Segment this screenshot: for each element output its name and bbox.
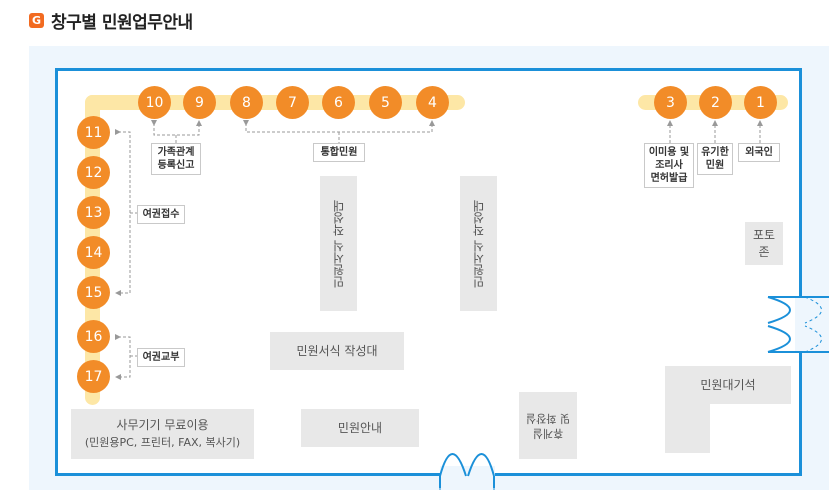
counter-4: 4	[416, 86, 449, 119]
counter-8: 8	[230, 86, 263, 119]
civil-info-desk: 민원안내	[301, 409, 419, 447]
counter-9: 9	[183, 86, 216, 119]
counter-3: 3	[654, 86, 687, 119]
tag-family-registration: 가족관계 등록신고	[151, 143, 201, 175]
section-g-icon: G	[29, 12, 44, 28]
counter-1: 1	[744, 86, 777, 119]
tag-license: 이미용 및 조리사 면허발급	[644, 143, 694, 188]
counter-12: 12	[77, 156, 110, 189]
bottom-door	[439, 453, 495, 488]
form-desk-vertical-2: 민원서식 작성대	[460, 176, 497, 311]
form-desk-vertical-1: 민원서식 작성대	[320, 176, 357, 311]
right-entrance-gap	[795, 297, 809, 352]
photo-zone: 포토 존	[745, 222, 783, 265]
tag-foreigner: 외국인	[738, 143, 780, 162]
bottom-entrance-gap	[440, 466, 495, 480]
counter-2: 2	[699, 86, 732, 119]
counter-13: 13	[77, 196, 110, 229]
tag-integrated-civil: 통합민원	[313, 143, 365, 162]
counter-5: 5	[369, 86, 402, 119]
counter-14: 14	[77, 236, 110, 269]
tag-passport-receive: 여권접수	[137, 205, 185, 224]
form-desk-horizontal: 민원서식 작성대	[270, 332, 404, 370]
counter-17: 17	[77, 360, 110, 393]
tag-passport-deliver: 여권교부	[137, 348, 185, 367]
counter-15: 15	[77, 276, 110, 309]
counter-10: 10	[138, 86, 171, 119]
counter-6: 6	[322, 86, 355, 119]
lounge-restroom: 휴게실 및 화장실	[519, 392, 577, 459]
counter-16: 16	[77, 320, 110, 353]
page-header: G 창구별 민원업무안내	[29, 8, 193, 33]
page-title: 창구별 민원업무안내	[51, 12, 193, 33]
waiting-seats: 민원대기석	[665, 366, 791, 404]
tag-paid-civil: 유기한 민원	[697, 143, 733, 175]
office-equipment-area: 사무기기 무료이용 (민원용PC, 프린터, FAX, 복사기)	[71, 409, 254, 459]
counter-11: 11	[77, 116, 110, 149]
counter-7: 7	[276, 86, 309, 119]
waiting-seats-extension	[665, 400, 710, 453]
right-door	[767, 296, 829, 353]
